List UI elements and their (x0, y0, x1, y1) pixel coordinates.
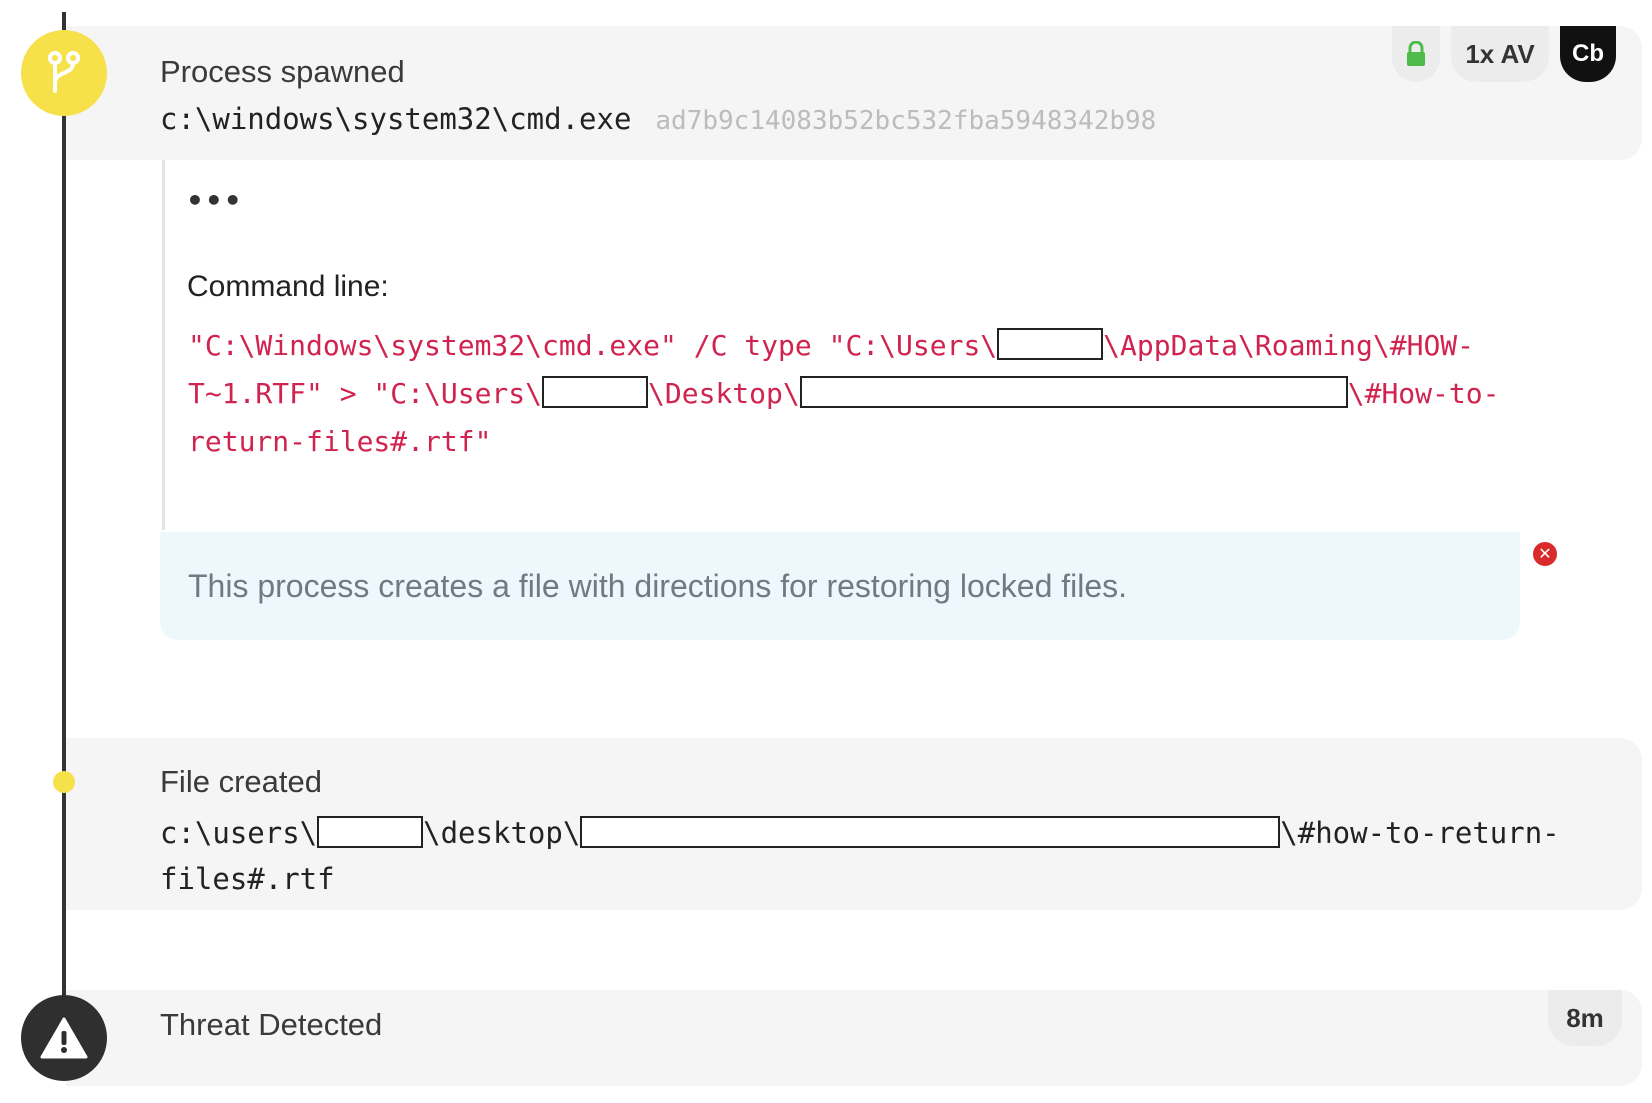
command-line-row-3: return-files#.rtf" (188, 418, 1568, 466)
threat-event-title: Threat Detected (160, 1007, 383, 1042)
av-badge[interactable]: 1x AV (1451, 26, 1549, 82)
redaction-box (580, 816, 1281, 848)
analyst-note-text: This process creates a file with directi… (188, 567, 1128, 604)
elapsed-time-badge: 8m (1548, 990, 1622, 1046)
file-event-title: File created (160, 764, 322, 799)
command-part-4: \Desktop\ (648, 377, 800, 410)
cb-badge[interactable]: Cb (1560, 26, 1616, 82)
redaction-box (799, 376, 1348, 408)
command-line-row-1: "C:\Windows\system32\cmd.exe" /C type "C… (188, 322, 1568, 370)
process-path[interactable]: c:\windows\system32\cmd.exe (160, 102, 632, 136)
process-event-card[interactable] (66, 26, 1642, 160)
process-details-panel (162, 160, 1542, 530)
threat-event-card[interactable] (66, 990, 1642, 1086)
file-path[interactable]: c:\users\ \desktop\ \#how-to-return- files… (160, 810, 1600, 902)
file-node (53, 771, 75, 793)
file-path-part-2: \desktop\ (423, 816, 581, 850)
command-line-text[interactable]: "C:\Windows\system32\cmd.exe" /C type "C… (188, 322, 1568, 466)
threat-node (21, 995, 107, 1081)
process-hash[interactable]: ad7b9c14083b52bc532fba5948342b98 (655, 106, 1157, 136)
process-branch-icon (48, 51, 80, 93)
process-node (21, 30, 107, 116)
timeline-line (62, 110, 66, 1020)
more-options-icon[interactable]: ••• (186, 184, 243, 217)
redaction-box (542, 376, 649, 408)
command-part-2: \AppData\Roaming\#HOW- (1103, 329, 1475, 362)
redaction-box (317, 816, 424, 848)
command-part-1: "C:\Windows\system32\cmd.exe" /C type "C… (188, 329, 998, 362)
lock-badge[interactable] (1392, 26, 1440, 82)
command-part-6: return-files#.rtf" (188, 425, 492, 458)
file-path-row-1: c:\users\ \desktop\ \#how-to-return- (160, 810, 1600, 856)
timeline-line-top (62, 12, 66, 32)
redaction-box (997, 328, 1104, 360)
warning-triangle-icon (40, 1017, 88, 1059)
analyst-note: This process creates a file with directi… (160, 532, 1520, 640)
command-part-5: \#How-to- (1347, 377, 1500, 410)
file-path-part-1: c:\users\ (160, 816, 318, 850)
command-part-3: T~1.RTF" > "C:\Users\ (188, 377, 543, 410)
file-path-part-3: \#how-to-return- (1280, 816, 1560, 850)
process-event-title: Process spawned (160, 54, 405, 89)
process-path-row: c:\windows\system32\cmd.exe ad7b9c14083b5… (160, 102, 1156, 136)
file-path-part-4: files#.rtf (160, 862, 335, 896)
command-line-label: Command line: (187, 270, 389, 303)
close-circle-icon[interactable]: ✕ (1533, 542, 1557, 566)
command-line-row-2: T~1.RTF" > "C:\Users\ \Desktop\ \#How-to- (188, 370, 1568, 418)
file-path-row-2: files#.rtf (160, 856, 1600, 902)
lock-icon (1407, 41, 1425, 66)
